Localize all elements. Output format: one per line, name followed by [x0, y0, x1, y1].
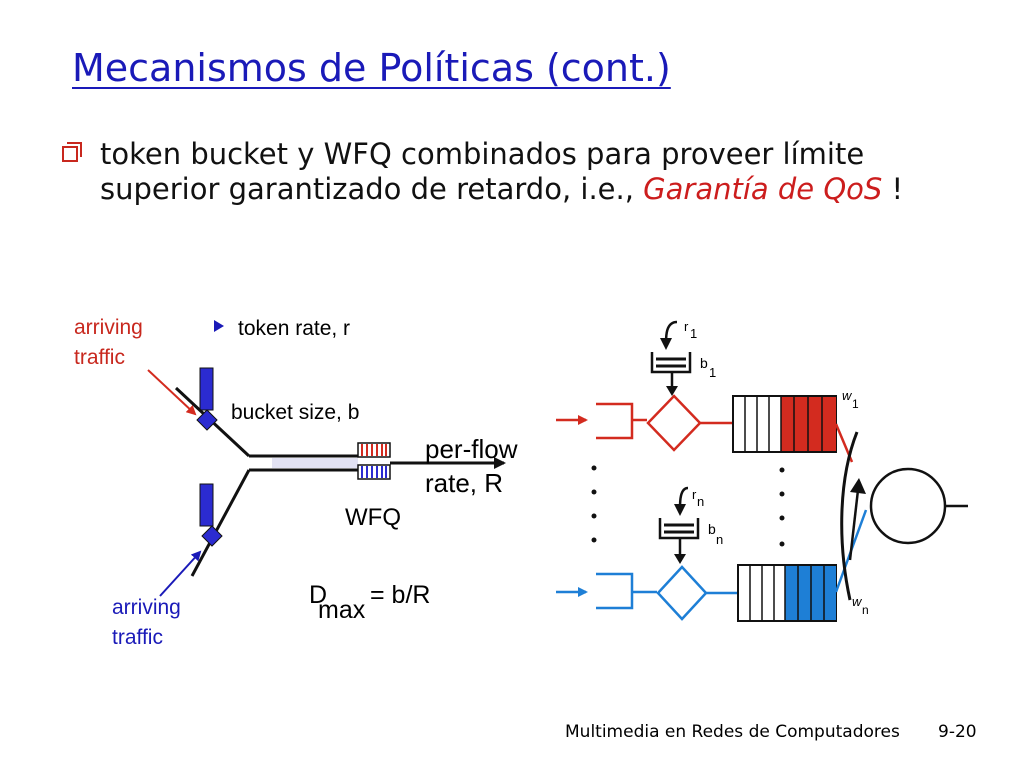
left-token-bucket-diagram: arriving traffic token rate, r bucket si…: [74, 316, 518, 649]
wn-label: w: [852, 594, 863, 609]
wfq-queue-1: [732, 395, 837, 453]
left-ellipsis-dots: [591, 465, 597, 543]
dmax-subscript: max: [318, 596, 366, 624]
bullet-highlight: Garantía de QoS: [643, 172, 883, 206]
right-token-bucket-wfq-diagram: r 1 b 1 w 1: [556, 319, 968, 622]
token-bucket-top-icon: [199, 367, 214, 411]
arriving-traffic-bottom-line1: arriving: [112, 596, 181, 619]
arriving-traffic-bottom-line2: traffic: [112, 626, 163, 649]
per-flow-label: per-flow: [425, 434, 518, 464]
policer-bottom-diamond-icon: [201, 525, 223, 547]
wn-subscript: n: [862, 603, 869, 617]
token-bucket-bottom-icon: [199, 483, 214, 527]
w1-label: w: [842, 388, 853, 403]
arriving-bottom-arrow: [159, 550, 202, 597]
bullet-main-text: token bucket y WFQ combinados para prove…: [100, 137, 865, 206]
rate-r-label: rate, R: [425, 468, 503, 498]
dmax-formula: = b/R: [370, 581, 430, 609]
right-ellipsis-dots: [779, 467, 785, 547]
footer-text: Multimedia en Redes de Computadores: [565, 722, 900, 742]
red-input-queue: [596, 402, 634, 440]
bottom-flow-line: [190, 469, 251, 577]
server-circle-icon: [869, 467, 947, 545]
token-bucket-n-icon: [658, 518, 700, 540]
wfq-queue-n: [737, 564, 837, 622]
slide-title: Mecanismos de Políticas (cont.): [72, 46, 671, 90]
bullet-text: token bucket y WFQ combinados para prove…: [100, 137, 980, 207]
arriving-traffic-top-line1: arriving: [74, 316, 143, 339]
rn-label: r: [692, 487, 697, 502]
r1-label: r: [684, 319, 689, 334]
blue-policer-diamond-icon: [656, 565, 708, 621]
blue-input-queue: [596, 572, 634, 610]
bn-label: b: [708, 521, 716, 537]
scheduler-arrow-icon: [850, 478, 866, 494]
token-bucket-1-icon: [650, 352, 692, 374]
token-rate-label: token rate, r: [238, 317, 350, 340]
merged-flow-buffer: [272, 458, 358, 468]
bn-subscript: n: [716, 532, 723, 547]
red-policer-diamond-icon: [646, 394, 702, 452]
bucket-size-label: bucket size, b: [231, 401, 359, 424]
wfq-queue-blue: [357, 464, 391, 480]
policer-top-diamond-icon: [196, 409, 218, 431]
wfq-label: WFQ: [345, 504, 401, 531]
arriving-traffic-top-line2: traffic: [74, 346, 125, 369]
w1-subscript: 1: [852, 397, 859, 411]
wfq-queue-red: [357, 442, 391, 458]
bullet-end: !: [882, 172, 904, 206]
rn-subscript: n: [697, 494, 704, 509]
token-pointer-icon: [214, 320, 224, 332]
scheduler-arc: [840, 431, 859, 601]
b1-label: b: [700, 355, 708, 371]
arriving-top-arrow: [147, 369, 197, 416]
dmax-d: D: [309, 581, 327, 609]
r1-subscript: 1: [690, 326, 697, 341]
b1-subscript: 1: [709, 365, 716, 380]
checkbox-bullet-icon: [62, 142, 82, 162]
slide-number: 9-20: [938, 722, 977, 742]
